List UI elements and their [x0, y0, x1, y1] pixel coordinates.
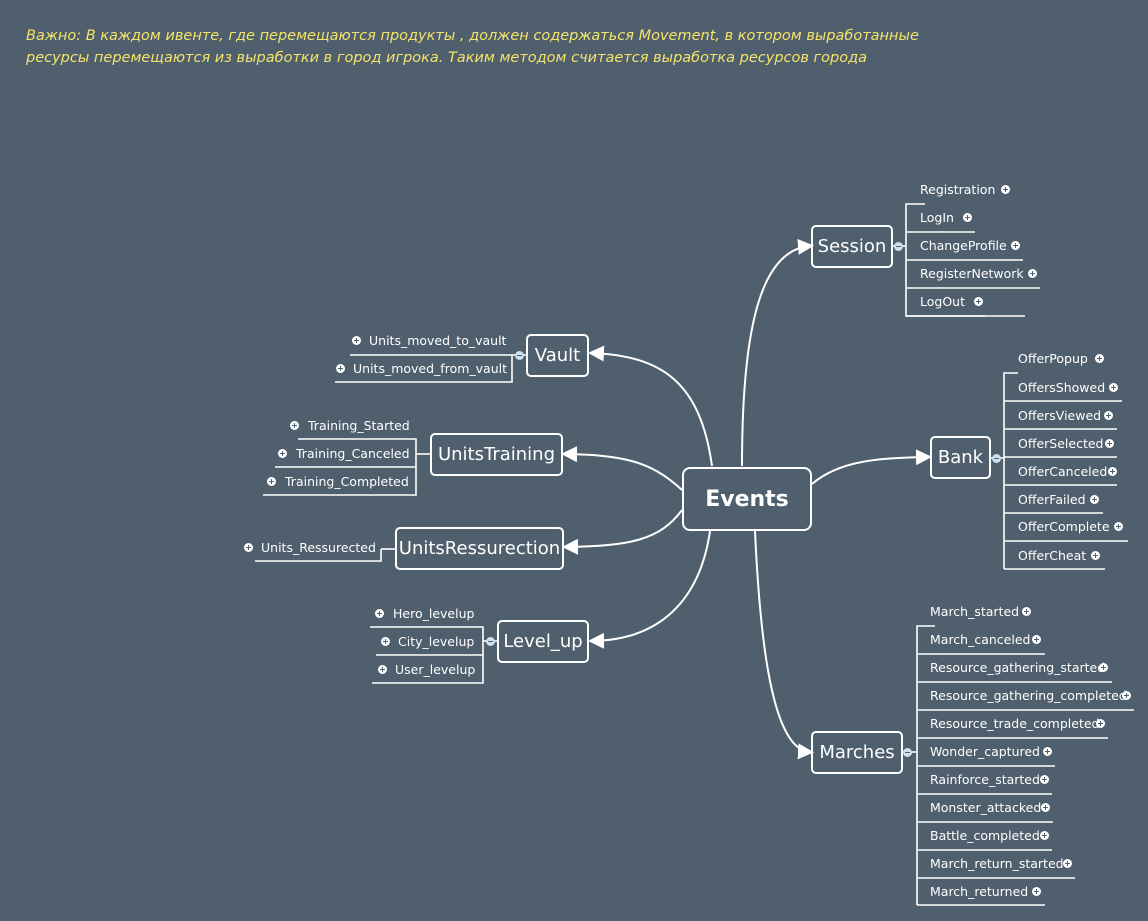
leaf-training-canceled[interactable]: Training_Canceled — [296, 446, 410, 461]
collapse-session-icon[interactable] — [894, 242, 903, 251]
expand-wonder-captured-icon[interactable] — [1043, 747, 1052, 756]
expand-resource-trade-completed-icon[interactable] — [1096, 719, 1105, 728]
expand-units-moved-to-vault-icon[interactable] — [352, 336, 361, 345]
expand-units-moved-from-vault-icon[interactable] — [336, 364, 345, 373]
branch-vault — [588, 345, 713, 467]
expand-march-canceled-icon[interactable] — [1032, 635, 1041, 644]
leaf-offers-viewed[interactable]: OffersViewed — [1018, 408, 1102, 423]
leaf-offers-showed[interactable]: OffersShowed — [1018, 380, 1106, 395]
expand-login-icon[interactable] — [963, 213, 972, 222]
leaf-offer-canceled[interactable]: OfferCanceled — [1018, 464, 1108, 479]
expand-monster-attacked-icon[interactable] — [1041, 803, 1050, 812]
expand-resource-gathering-started-icon[interactable] — [1099, 663, 1108, 672]
expand-march-returned-icon[interactable] — [1032, 887, 1041, 896]
expand-rainforce-started-icon[interactable] — [1040, 775, 1049, 784]
collapse-vault-icon[interactable] — [515, 351, 524, 360]
leaf-hero-levelup[interactable]: Hero_levelup — [393, 606, 475, 621]
leaf-offer-complete[interactable]: OfferComplete — [1018, 519, 1110, 534]
leaf-offer-selected[interactable]: OfferSelected — [1018, 436, 1104, 451]
topic-vault[interactable]: Vault — [526, 334, 589, 377]
expand-register-network-icon[interactable] — [1028, 269, 1037, 278]
expand-resource-gathering-completed-icon[interactable] — [1122, 691, 1131, 700]
leaf-resource-trade-completed[interactable]: Resource_trade_completed — [930, 716, 1100, 731]
expand-training-canceled-icon[interactable] — [278, 449, 287, 458]
branch-session — [741, 239, 814, 467]
branch-level-up — [588, 530, 711, 649]
leaf-resource-gathering-completed[interactable]: Resource_gathering_completed — [930, 688, 1127, 703]
note-line-2: ресурсы перемещаются из выработки в горо… — [26, 50, 868, 66]
important-note: Важно: В каждом ивенте, где перемещаются… — [26, 25, 946, 69]
topic-units-training[interactable]: UnitsTraining — [430, 433, 563, 476]
expand-hero-levelup-icon[interactable] — [375, 609, 384, 618]
central-topic-events[interactable]: Events — [682, 467, 812, 531]
leaf-battle-completed[interactable]: Battle_completed — [930, 828, 1040, 843]
expand-offer-cheat-icon[interactable] — [1091, 551, 1100, 560]
collapse-marches-icon[interactable] — [903, 748, 912, 757]
expand-offer-failed-icon[interactable] — [1090, 495, 1099, 504]
leaf-registration[interactable]: Registration — [920, 182, 996, 197]
expand-offer-canceled-icon[interactable] — [1108, 467, 1117, 476]
expand-march-return-started-icon[interactable] — [1063, 859, 1072, 868]
expand-offer-complete-icon[interactable] — [1114, 522, 1123, 531]
leaf-march-returned[interactable]: March_returned — [930, 884, 1029, 899]
expand-logout-icon[interactable] — [974, 297, 983, 306]
leaf-march-started[interactable]: March_started — [930, 604, 1020, 619]
expand-battle-completed-icon[interactable] — [1040, 831, 1049, 840]
topic-bank[interactable]: Bank — [930, 436, 991, 479]
branch-units-ressurection — [562, 509, 683, 555]
leaf-offer-failed[interactable]: OfferFailed — [1018, 492, 1086, 507]
leaf-user-levelup[interactable]: User_levelup — [395, 662, 476, 677]
leaf-march-return-started[interactable]: March_return_started — [930, 856, 1064, 871]
leaf-logout[interactable]: LogOut — [920, 294, 965, 309]
leaf-rainforce-started[interactable]: Rainforce_started — [930, 772, 1040, 787]
leaf-login[interactable]: LogIn — [920, 210, 954, 225]
leaf-city-levelup[interactable]: City_levelup — [398, 634, 475, 649]
topic-marches[interactable]: Marches — [811, 731, 903, 774]
expand-city-levelup-icon[interactable] — [381, 637, 390, 646]
leaf-units-ressurected[interactable]: Units_Ressurected — [261, 540, 376, 555]
expand-training-started-icon[interactable] — [290, 421, 299, 430]
leaf-register-network[interactable]: RegisterNetwork — [920, 266, 1024, 281]
expand-training-completed-icon[interactable] — [267, 477, 276, 486]
expand-offer-selected-icon[interactable] — [1105, 439, 1114, 448]
leaf-units-moved-to-vault[interactable]: Units_moved_to_vault — [369, 333, 507, 348]
expand-march-started-icon[interactable] — [1022, 607, 1031, 616]
branch-bank — [811, 449, 932, 485]
leaf-offer-cheat[interactable]: OfferCheat — [1018, 548, 1087, 563]
branch-units-training — [561, 446, 683, 491]
leaf-wonder-captured[interactable]: Wonder_captured — [930, 744, 1040, 759]
leaf-training-completed[interactable]: Training_Completed — [285, 474, 409, 489]
collapse-bank-icon[interactable] — [992, 454, 1001, 463]
note-line-1: Важно: В каждом ивенте, где перемещаются… — [26, 28, 919, 44]
expand-offers-showed-icon[interactable] — [1109, 383, 1118, 392]
leaf-march-canceled[interactable]: March_canceled — [930, 632, 1031, 647]
expand-user-levelup-icon[interactable] — [378, 665, 387, 674]
leaf-units-moved-from-vault[interactable]: Units_moved_from_vault — [353, 361, 507, 376]
leaf-training-started[interactable]: Training_Started — [308, 418, 410, 433]
expand-change-profile-icon[interactable] — [1011, 241, 1020, 250]
collapse-level-up-icon[interactable] — [486, 637, 495, 646]
expand-units-ressurected-icon[interactable] — [244, 543, 253, 552]
topic-units-ressurection[interactable]: UnitsRessurection — [395, 527, 564, 570]
topic-session[interactable]: Session — [811, 225, 893, 268]
leaf-offer-popup[interactable]: OfferPopup — [1018, 351, 1088, 366]
leaf-monster-attacked[interactable]: Monster_attacked — [930, 800, 1042, 815]
leaf-change-profile[interactable]: ChangeProfile — [920, 238, 1007, 253]
topic-level-up[interactable]: Level_up — [497, 620, 589, 663]
leaf-resource-gathering-started[interactable]: Resource_gathering_started — [930, 660, 1106, 675]
expand-offers-viewed-icon[interactable] — [1104, 411, 1113, 420]
branch-marches — [754, 530, 814, 760]
expand-registration-icon[interactable] — [1001, 185, 1010, 194]
expand-offer-popup-icon[interactable] — [1095, 354, 1104, 363]
